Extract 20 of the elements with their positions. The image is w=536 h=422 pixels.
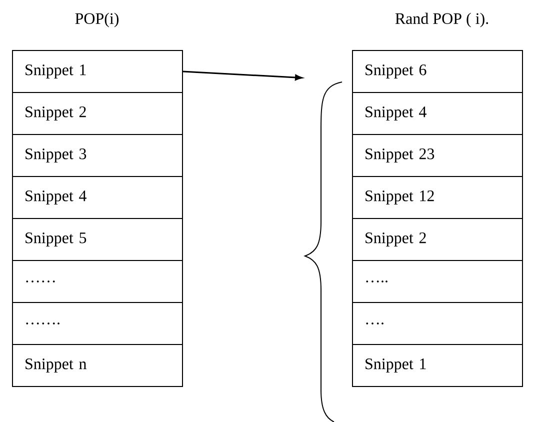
column-heading: POP(i) xyxy=(75,12,119,28)
list-cell: …. xyxy=(352,302,523,345)
column-heading: Rand POP ( i). xyxy=(395,12,488,28)
list-cell: Snippet 4 xyxy=(352,92,523,135)
curly-brace xyxy=(304,82,342,422)
list-cell: ….. xyxy=(352,260,523,303)
list-cell: Snippet n xyxy=(12,344,183,387)
list-cell: Snippet 1 xyxy=(12,50,183,93)
list-cell: Snippet 23 xyxy=(352,134,523,177)
list-cell: Snippet 6 xyxy=(352,50,523,93)
arrow xyxy=(182,70,302,80)
list-cell: Snippet 4 xyxy=(12,176,183,219)
list-cell: Snippet 1 xyxy=(352,344,523,387)
list-cell: Snippet 2 xyxy=(12,92,183,135)
list-cell: …… xyxy=(12,260,183,303)
list-cell: Snippet 2 xyxy=(352,218,523,261)
list-cell: Snippet 12 xyxy=(352,176,523,219)
list-cell: Snippet 3 xyxy=(12,134,183,177)
list-cell: Snippet 5 xyxy=(12,218,183,261)
list-cell: ……. xyxy=(12,302,183,345)
